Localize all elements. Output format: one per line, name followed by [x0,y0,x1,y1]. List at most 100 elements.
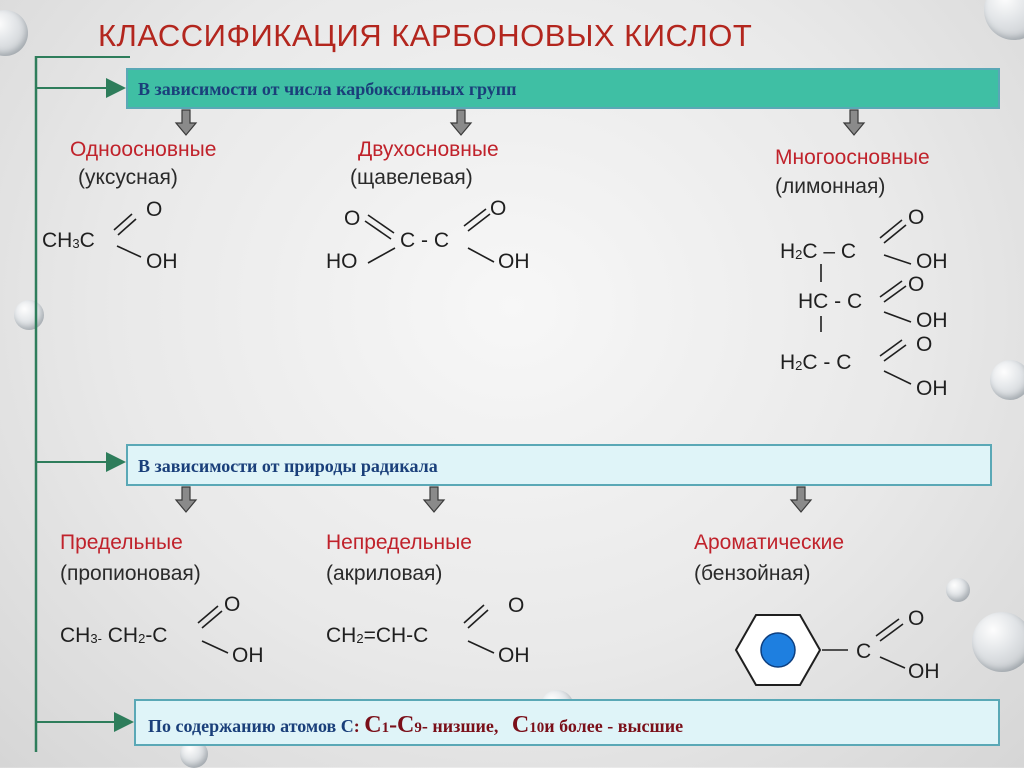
chem-text: H [780,240,796,263]
double-bond-line [367,214,395,234]
double-bond-line [879,623,904,642]
double-bond-line [201,610,223,629]
hydroxyl-group: HO [326,250,358,273]
chem-text: C - C [802,351,852,374]
hydroxyl-group: OH [916,309,948,332]
oxalic-acid-core: C - C [400,229,449,252]
down-arrow-icon [842,109,866,136]
category-dibasic: Двухосновные [358,138,499,161]
category-polybasic: Многоосновные [775,146,930,169]
chem-text: -C [145,624,168,647]
double-bond-line [875,618,900,637]
c1-subscript: 1 [381,720,390,736]
section-header-radical-nature: В зависимости от природы радикала [126,444,992,486]
double-bond-line [463,208,487,227]
carboxyl-carbon: C [856,640,872,663]
chem-subscript: 2 [356,631,364,646]
chem-text: CH [60,624,91,647]
single-bond-line [883,370,912,385]
double-bond-line [883,285,907,303]
single-bond-line [879,656,906,669]
double-bond-line [197,605,219,624]
down-arrow-icon [449,109,473,136]
example-benzoic: (бензойная) [694,562,811,585]
chem-text: CH [42,229,73,252]
single-bond-line [116,245,142,258]
c10-subscript: 10 [529,720,545,736]
chem-text: C – C [802,240,857,263]
chem-text: H [780,351,796,374]
oxygen-atom: O [490,197,507,220]
example-citric: (лимонная) [775,175,886,198]
down-arrow-icon [789,486,813,513]
down-arrow-icon [174,109,198,136]
category-saturated: Предельные [60,531,183,554]
citric-line-1: H2C – C [780,240,856,264]
oxygen-atom: O [908,273,925,296]
section-header-carbon-count: По содержанию атомов С: С1-С9- низшие, С… [134,699,1000,746]
example-acetic: (уксусная) [78,166,178,189]
hydroxyl-group: OH [498,644,530,667]
chem-text: =CH-C [363,624,429,647]
colon: : [353,716,360,736]
citric-line-3: H2C - C [780,351,851,375]
c9-label: -С [389,712,415,738]
benzene-aromatic-circle [760,632,796,668]
acetic-acid-formula: CH3C [42,229,95,253]
oxygen-atom: O [344,207,361,230]
down-arrow-icon [422,486,446,513]
c1-label: С [364,712,382,738]
page-title: КЛАССИФИКАЦИЯ КАРБОНОВЫХ КИСЛОТ [98,18,753,53]
double-bond-line [879,280,903,298]
double-bond-line [113,213,133,231]
chem-subscript: 3 [72,236,80,251]
single-bond-line [883,311,912,323]
single-bond-line [467,640,495,654]
double-bond-line [117,218,137,236]
oxygen-atom: O [224,593,241,616]
chem-subscript: 2 [138,631,146,646]
oxygen-atom: O [908,607,925,630]
chem-subscript: 3- [90,631,102,646]
oxygen-atom: O [508,594,525,617]
bubble-decoration [972,612,1024,672]
example-propionic: (пропионовая) [60,562,201,585]
carbon-count-prefix: По содержанию атомов С [148,716,354,736]
hydroxyl-group: OH [908,660,940,683]
hydroxyl-group: OH [232,644,264,667]
c10-label: С [511,712,530,738]
double-bond-line [883,344,907,362]
single-bond-line [201,640,229,654]
oxygen-atom: O [916,333,933,356]
bubble-decoration [990,360,1024,400]
oxygen-atom: O [146,198,163,221]
chem-text: C [79,229,95,252]
propionic-acid-formula: CH3- CH2-C [60,624,167,648]
bubble-decoration [946,578,970,602]
acrylic-acid-formula: CH2=CH-C [326,624,428,648]
hydroxyl-group: OH [498,250,530,273]
oxygen-atom: O [908,206,925,229]
chem-subscript: 2 [795,247,803,262]
chem-text: CH [101,624,139,647]
section-header-carboxyl-count: В зависимости от числа карбоксильных гру… [126,68,1000,109]
double-bond-line [879,219,903,239]
bubble-decoration [14,300,44,330]
hydroxyl-group: OH [146,250,178,273]
chem-subscript: 2 [795,358,803,373]
example-acrylic: (акриловая) [326,562,443,585]
down-arrow-icon [174,486,198,513]
category-unsaturated: Непредельные [326,531,472,554]
c9-subscript: 9 [414,720,422,736]
example-oxalic: (щавелевая) [350,166,473,189]
double-bond-line [883,224,907,244]
lower-label: - низшие, [421,716,499,736]
chem-text: CH [326,624,357,647]
single-bond-line [467,247,495,263]
double-bond-line [467,213,491,232]
single-bond-line [883,254,912,265]
hydroxyl-group: OH [916,250,948,273]
double-bond-line [467,609,489,629]
single-bond-line [367,247,396,264]
